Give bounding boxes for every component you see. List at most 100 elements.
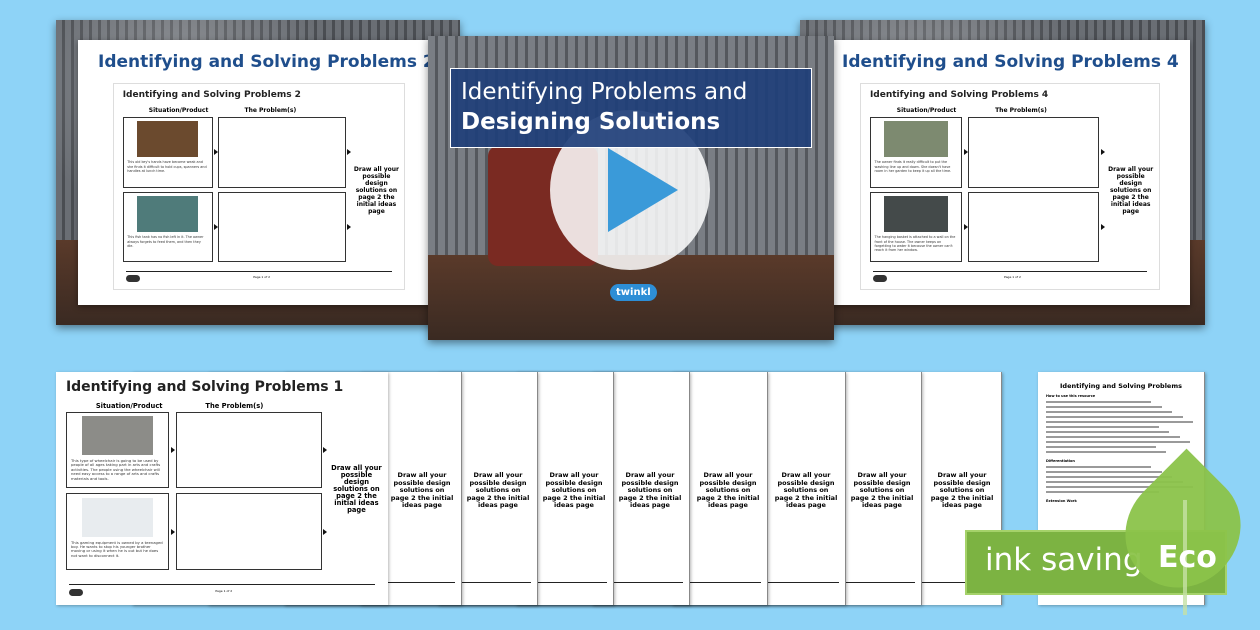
problem-box	[218, 116, 346, 188]
situation-caption: The hanging basket is attached to a wall…	[874, 235, 956, 253]
side-instruction: Draw all your possible design solutions …	[353, 166, 400, 215]
side-instruction: Draw all your possible design solutions …	[696, 471, 760, 509]
slide-title: Identifying and Solving Problems 2	[98, 52, 435, 72]
twinkl-logo	[69, 588, 84, 596]
notes-title: Identifying and Solving Problems	[1060, 382, 1182, 390]
worksheet-title: Identifying and Solving Problems 2	[122, 90, 301, 101]
footer-rule	[69, 584, 375, 586]
worksheet-title: Identifying and Solving Problems 1	[65, 378, 344, 395]
title-slide-preview[interactable]: Identifying Problems and Designing Solut…	[428, 36, 834, 340]
notes-text-line	[1046, 426, 1159, 428]
situation-image	[136, 196, 199, 232]
notes-text-line	[1046, 471, 1162, 473]
arrow-icon	[170, 528, 175, 535]
problem-box	[968, 191, 1100, 263]
notes-text-line	[1046, 441, 1190, 443]
situation-caption: This gaming equipment is owned by a teen…	[70, 539, 163, 558]
twinkl-logo: twinkl	[610, 284, 657, 301]
notes-text-line	[1046, 491, 1159, 493]
situation-image	[82, 497, 153, 537]
situation-caption: This old key's hands have become weak an…	[127, 160, 207, 174]
worksheet-1: Identifying and Solving Problems 1 Situat…	[56, 372, 388, 605]
column-header: The Problem(s)	[995, 106, 1047, 114]
page-number: Page 1 of 2	[215, 588, 233, 593]
arrow-icon	[323, 447, 328, 454]
situation-image	[884, 196, 948, 232]
notes-text-line	[1046, 451, 1166, 453]
footer-rule	[125, 270, 393, 272]
notes-text-line	[1046, 436, 1180, 438]
notes-text-line	[1046, 401, 1151, 403]
title-line-1: Identifying Problems and	[461, 79, 748, 105]
side-instruction: Draw all your possible design solutions …	[1108, 166, 1154, 215]
page-number: Page 1 of 2	[253, 274, 271, 279]
column-header: Situation/Product	[148, 106, 209, 114]
side-instruction: Draw all your possible design solutions …	[390, 471, 454, 509]
situation-box: The hanging basket is attached to a wall…	[869, 191, 963, 263]
arrow-icon	[1100, 149, 1105, 156]
slide-title: Identifying and Solving Problems 4	[842, 52, 1179, 72]
side-instruction: Draw all your possible design solutions …	[542, 471, 606, 509]
play-icon	[608, 148, 678, 232]
arrow-icon	[963, 149, 968, 156]
slide-card: Identifying and Solving Problems 4 Ident…	[832, 40, 1190, 305]
problem-box	[968, 116, 1100, 188]
arrow-icon	[963, 223, 968, 230]
notes-text-line	[1046, 411, 1172, 413]
title-box: Identifying Problems and Designing Solut…	[450, 68, 812, 148]
problem-box	[175, 411, 322, 489]
arrow-icon	[214, 149, 219, 156]
notes-section-heading: Extension Work	[1046, 499, 1077, 503]
situation-caption: The owner finds it really difficult to p…	[874, 160, 952, 174]
side-instruction: Draw all your possible design solutions …	[466, 471, 530, 509]
arrow-icon	[214, 223, 219, 230]
situation-caption: This fish tank has no fish left in it. T…	[127, 235, 204, 249]
slide-4-preview[interactable]: Identifying and Solving Problems 4 Ident…	[800, 20, 1205, 325]
column-header: The Problem(s)	[244, 106, 297, 114]
notes-section-heading: Differentiation	[1046, 459, 1075, 463]
situation-box: The owner finds it really difficult to p…	[869, 116, 963, 188]
worksheet-4: Identifying and Solving Problems 4 Situat…	[860, 83, 1160, 290]
arrow-icon	[347, 223, 352, 230]
situation-caption: This type of wheelchair is going to be u…	[70, 458, 161, 481]
worksheet-page-1[interactable]: Identifying and Solving Problems 1 Situat…	[56, 372, 388, 605]
situation-image	[82, 416, 153, 456]
notes-text-line	[1046, 446, 1156, 448]
worksheet-title: Identifying and Solving Problems 4	[869, 90, 1049, 101]
problem-box	[175, 493, 322, 571]
situation-box: This gaming equipment is owned by a teen…	[65, 493, 169, 571]
arrow-icon	[170, 447, 175, 454]
arrow-icon	[1100, 223, 1105, 230]
notes-text-line	[1046, 466, 1151, 468]
situation-box: This fish tank has no fish left in it. T…	[122, 191, 213, 263]
twinkl-logo	[872, 274, 887, 282]
footer-rule	[872, 270, 1148, 272]
notes-text-line	[1046, 481, 1183, 483]
column-header: The Problem(s)	[205, 402, 264, 411]
title-line-2: Designing Solutions	[461, 109, 721, 135]
slide-card: Identifying and Solving Problems 2 Ident…	[78, 40, 435, 305]
situation-image	[884, 121, 948, 157]
side-instruction: Draw all your possible design solutions …	[331, 464, 382, 515]
problem-box	[218, 191, 346, 263]
page-number: Page 1 of 2	[1004, 274, 1021, 279]
situation-box: This type of wheelchair is going to be u…	[65, 411, 169, 489]
column-header: Situation/Product	[95, 402, 163, 411]
worksheet-2: Identifying and Solving Problems 2 Situat…	[113, 83, 405, 290]
ink-saving-label: ink saving	[985, 542, 1143, 578]
arrow-icon	[347, 149, 352, 156]
notes-text-line	[1046, 416, 1183, 418]
notes-text-line	[1046, 431, 1169, 433]
notes-text-line	[1046, 406, 1162, 408]
side-instruction: Draw all your possible design solutions …	[930, 471, 994, 509]
situation-box: This old key's hands have become weak an…	[122, 116, 213, 188]
arrow-icon	[323, 528, 328, 535]
side-instruction: Draw all your possible design solutions …	[850, 471, 914, 509]
side-instruction: Draw all your possible design solutions …	[618, 471, 682, 509]
notes-text-line	[1046, 421, 1193, 423]
notes-section-heading: How to use this resource	[1046, 394, 1096, 398]
side-instruction: Draw all your possible design solutions …	[774, 471, 838, 509]
column-header: Situation/Product	[896, 106, 957, 114]
notes-text-line	[1046, 476, 1172, 478]
slide-2-preview[interactable]: Identifying and Solving Problems 2 Ident…	[56, 20, 460, 325]
